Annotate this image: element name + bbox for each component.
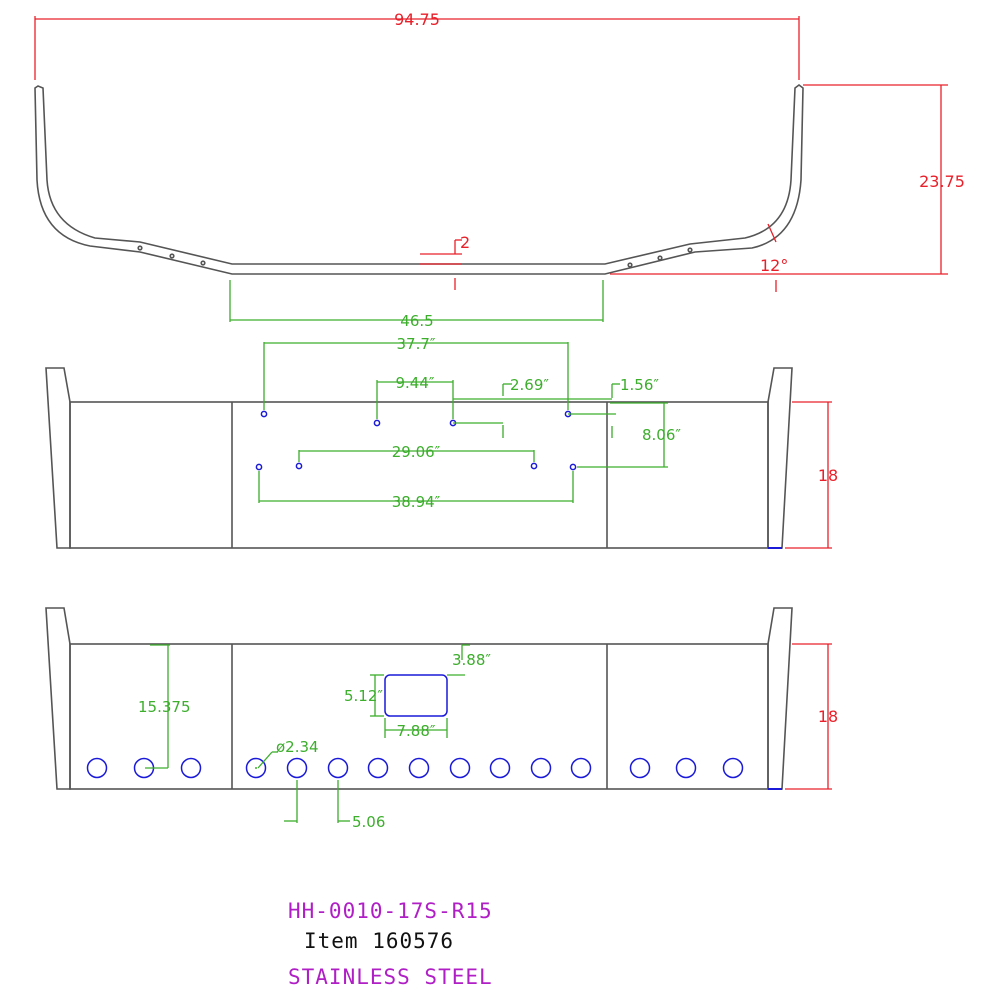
rear-left-end — [45, 607, 71, 790]
overall-width-label: 94.75 — [394, 10, 440, 29]
dim-hole-height: 15.375 — [138, 644, 191, 769]
rear-right-end — [767, 607, 793, 790]
light-hole — [489, 757, 511, 779]
dim-top-spacing: 37.7″ — [263, 335, 569, 410]
flat-width-label: 46.5 — [400, 312, 433, 330]
top-view: 94.75 23.75 2 12° 46.5 — [34, 10, 965, 330]
mount-hole — [137, 245, 143, 251]
front-view: 37.7″ 9.44″ 2.69″ 1.56″ 8.06″ — [45, 335, 838, 549]
light-hole — [675, 757, 697, 779]
bolt-hole — [569, 463, 577, 471]
dim-cutout-width: 7.88″ — [384, 718, 448, 740]
hole-height-label: 15.375 — [138, 698, 191, 716]
light-hole — [408, 757, 430, 779]
dim-front-height: 18 — [785, 401, 838, 549]
bolt-hole — [530, 462, 538, 470]
light-hole — [629, 757, 651, 779]
light-hole — [722, 757, 744, 779]
dim-b-label: 2.69″ — [510, 376, 549, 394]
hole-diameter-label: ø2.34 — [276, 738, 319, 756]
hole-spacing-label: 5.06 — [352, 813, 385, 831]
rear-view: 3.88″ 5.12″ 7.88″ 15.375 ø2.34 — [45, 607, 838, 831]
light-hole — [449, 757, 471, 779]
rear-height-label: 18 — [818, 707, 838, 726]
light-hole — [530, 757, 552, 779]
dim-vertical-label: 8.06″ — [642, 426, 681, 444]
outer-lower-label: 38.94″ — [392, 493, 441, 511]
front-right-end — [767, 367, 793, 549]
cutout-width-label: 7.88″ — [396, 722, 435, 740]
inner-lower-label: 29.06″ — [392, 443, 441, 461]
dim-c: 1.56″ — [568, 376, 659, 438]
dim-flat-width: 46.5 — [229, 280, 604, 330]
dim-rear-height: 18 — [785, 643, 838, 790]
dim-b: 2.69″ — [453, 376, 612, 438]
front-left-end — [45, 367, 71, 549]
bend-angle-label: 12° — [760, 256, 788, 275]
mount-hole — [169, 253, 175, 259]
material-label: STAINLESS STEEL — [288, 965, 493, 989]
mount-hole — [657, 255, 663, 261]
light-hole — [180, 757, 202, 779]
mount-hole — [200, 260, 206, 266]
dim-inner-lower: 29.06″ — [298, 443, 535, 462]
dim-cutout-height: 5.12″ — [344, 674, 384, 717]
bolt-hole — [260, 410, 268, 418]
bolt-hole — [255, 463, 263, 471]
dim-c-label: 1.56″ — [620, 376, 659, 394]
light-hole — [86, 757, 108, 779]
dim-center-offset: 2 — [420, 233, 470, 290]
dim-a-label: 9.44″ — [395, 374, 434, 392]
mount-hole — [627, 262, 633, 268]
rear-panel — [69, 643, 769, 790]
dim-vertical: 8.06″ — [577, 402, 681, 468]
bumper-top-profile — [34, 84, 804, 275]
dim-hole-spacing: 5.06 — [284, 780, 385, 831]
bolt-hole — [295, 462, 303, 470]
center-offset-label: 2 — [460, 233, 470, 252]
light-holes — [86, 757, 744, 779]
dim-outer-lower: 38.94″ — [258, 471, 574, 511]
dim-cutout-offset: 3.88″ — [447, 644, 491, 676]
light-hole — [570, 757, 592, 779]
top-spacing-label: 37.7″ — [396, 335, 435, 353]
dim-overall-width: 94.75 — [34, 10, 800, 80]
front-panel — [69, 401, 769, 549]
dim-a: 9.44″ — [376, 374, 454, 419]
light-hole — [367, 757, 389, 779]
depth-label: 23.75 — [919, 172, 965, 191]
front-height-label: 18 — [818, 466, 838, 485]
item-number: Item 160576 — [304, 929, 455, 953]
rectangular-cutout — [384, 674, 448, 717]
light-hole — [327, 757, 349, 779]
dim-bend-angle: 12° — [760, 223, 788, 292]
light-hole — [286, 757, 308, 779]
part-number: HH-0010-17S-R15 — [288, 899, 493, 923]
hole-center-mark — [255, 767, 257, 769]
cutout-height-label: 5.12″ — [344, 687, 383, 705]
dim-hole-diameter: ø2.34 — [257, 738, 319, 769]
cutout-offset-label: 3.88″ — [452, 651, 491, 669]
bolt-hole — [373, 419, 381, 427]
light-hole — [245, 757, 267, 779]
mount-hole — [687, 247, 693, 253]
dim-depth: 23.75 — [610, 84, 965, 275]
